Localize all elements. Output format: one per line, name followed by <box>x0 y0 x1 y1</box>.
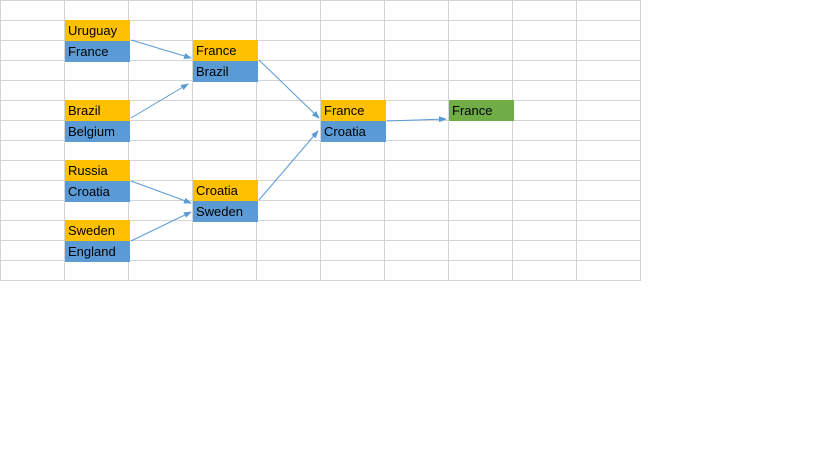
grid-row-line <box>0 80 641 81</box>
grid-row-line <box>0 40 641 41</box>
final-bottom-cell[interactable]: Croatia <box>321 121 386 142</box>
qf4-top-cell[interactable]: Sweden <box>65 220 130 241</box>
champion-cell[interactable]: France <box>449 100 514 121</box>
sf1-top-cell[interactable]: France <box>193 40 258 61</box>
qf2-bottom-cell[interactable]: Belgium <box>65 121 130 142</box>
grid-row-line <box>0 180 641 181</box>
grid-row-line <box>0 140 641 141</box>
sf1-bottom-cell[interactable]: Brazil <box>193 61 258 82</box>
arrow-qf1-to-sf1 <box>130 39 192 59</box>
final-top-cell[interactable]: France <box>321 100 386 121</box>
qf2-top-cell[interactable]: Brazil <box>65 100 130 121</box>
grid-row-line <box>0 280 641 281</box>
arrow-qf2-to-sf1 <box>130 83 189 119</box>
grid-row-line <box>0 60 641 61</box>
arrow-sf1-to-final <box>258 59 320 119</box>
qf1-top-cell[interactable]: Uruguay <box>65 20 130 41</box>
grid-row-line <box>0 260 641 261</box>
grid-row-line <box>0 160 641 161</box>
qf4-bottom-cell[interactable]: England <box>65 241 130 262</box>
qf3-top-cell[interactable]: Russia <box>65 160 130 181</box>
grid-row-line <box>0 240 641 241</box>
qf3-bottom-cell[interactable]: Croatia <box>65 181 130 202</box>
qf1-bottom-cell[interactable]: France <box>65 41 130 62</box>
grid-row-line <box>0 20 641 21</box>
sf2-top-cell[interactable]: Croatia <box>193 180 258 201</box>
arrow-sf2-to-final <box>258 130 319 201</box>
grid-row-line <box>0 100 641 101</box>
spreadsheet-grid[interactable]: Uruguay France Brazil Belgium Russia Cro… <box>0 0 641 281</box>
sf2-bottom-cell[interactable]: Sweden <box>193 201 258 222</box>
arrow-qf4-to-sf2 <box>130 211 192 242</box>
grid-row-line <box>0 0 641 1</box>
grid-row-line <box>0 200 641 201</box>
grid-row-line <box>0 120 641 121</box>
grid-row-line <box>0 220 641 221</box>
